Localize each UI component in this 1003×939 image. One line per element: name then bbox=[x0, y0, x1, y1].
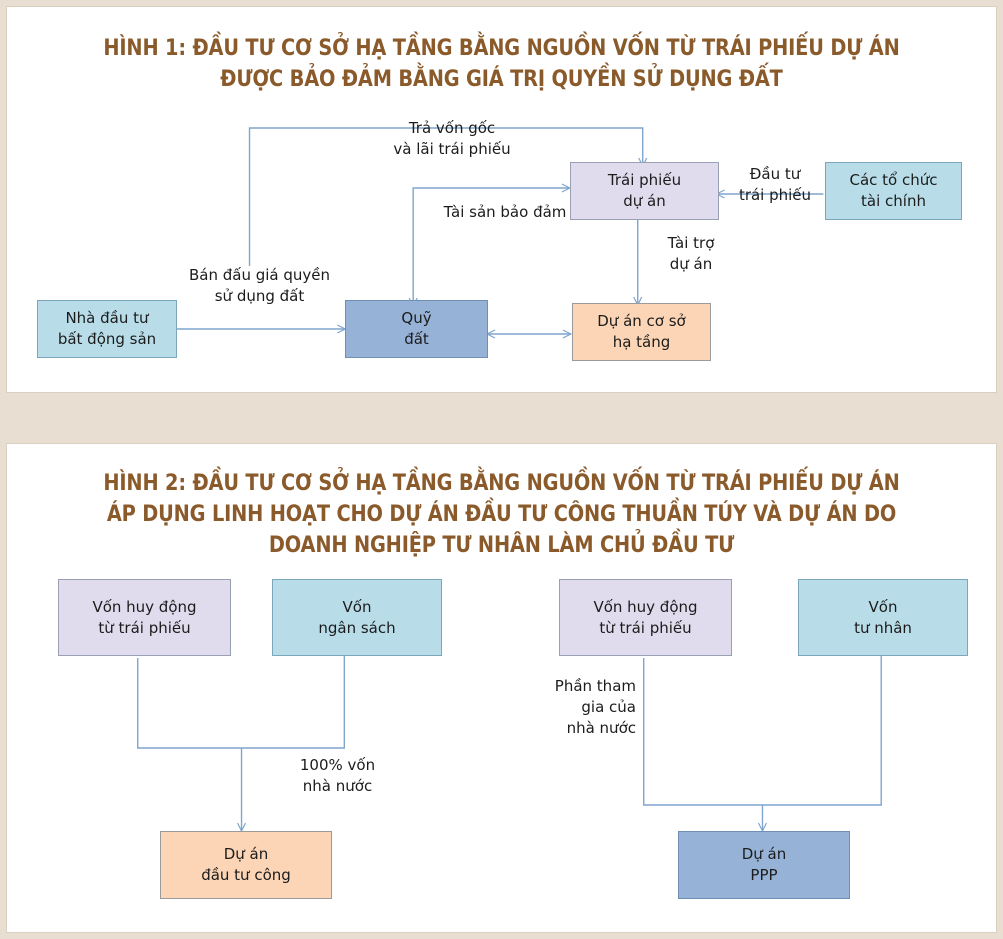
figure-2-title: HÌNH 2: ĐẦU TƯ CƠ SỞ HẠ TẦNG BẰNG NGUỒN … bbox=[103, 470, 900, 558]
figure-1-connectors bbox=[176, 127, 824, 339]
box-private-capital[interactable]: Vốn tư nhân bbox=[798, 579, 968, 656]
label-repay-principal-interest: Trả vốn gốc và lãi trái phiếu bbox=[393, 119, 511, 158]
wire-repay bbox=[248, 127, 644, 266]
box-budget-capital[interactable]: Vốn ngân sách bbox=[272, 579, 442, 656]
wire-left-merge bbox=[137, 656, 346, 749]
label-100-percent-state-capital: 100% vốn nhà nước bbox=[299, 756, 376, 795]
box-left-bond-capital[interactable]: Vốn huy động từ trái phiếu bbox=[58, 579, 231, 656]
box-project-bond[interactable]: Trái phiếu dự án bbox=[570, 162, 719, 220]
box-land-fund[interactable]: Quỹ đất bbox=[345, 300, 488, 358]
wire-collateral-arrowhead bbox=[561, 183, 572, 193]
label-state-participation-share: Phần tham gia của nhà nước bbox=[554, 677, 636, 737]
box-ppp-project[interactable]: Dự án PPP bbox=[678, 831, 850, 899]
box-infrastructure-project[interactable]: Dự án cơ sở hạ tầng bbox=[572, 303, 711, 361]
wire-landfund-infra-arrowhead-right bbox=[562, 329, 573, 339]
label-land-use-right-auction: Bán đấu giá quyền sử dụng đất bbox=[188, 266, 331, 305]
box-public-investment-project[interactable]: Dự án đầu tư công bbox=[160, 831, 332, 899]
wire-right-merge bbox=[643, 656, 882, 806]
label-collateral-asset: Tài sản bảo đảm bbox=[443, 203, 567, 221]
box-financial-organizations[interactable]: Các tổ chức tài chính bbox=[825, 162, 962, 220]
label-bond-investment: Đầu tư trái phiếu bbox=[738, 165, 812, 204]
wire-collateral bbox=[412, 187, 569, 305]
figure-1-panel: HÌNH 1: ĐẦU TƯ CƠ SỞ HẠ TẦNG BẰNG NGUỒN … bbox=[6, 6, 997, 393]
label-project-financing: Tài trợ dự án bbox=[667, 234, 715, 273]
box-real-estate-investor[interactable]: Nhà đầu tư bất động sản bbox=[37, 300, 177, 358]
box-right-bond-capital[interactable]: Vốn huy động từ trái phiếu bbox=[559, 579, 732, 656]
figure-1-title: HÌNH 1: ĐẦU TƯ CƠ SỞ HẠ TẦNG BẰNG NGUỒN … bbox=[103, 35, 900, 92]
figure-2-panel: HÌNH 2: ĐẦU TƯ CƠ SỞ HẠ TẦNG BẰNG NGUỒN … bbox=[6, 443, 997, 933]
